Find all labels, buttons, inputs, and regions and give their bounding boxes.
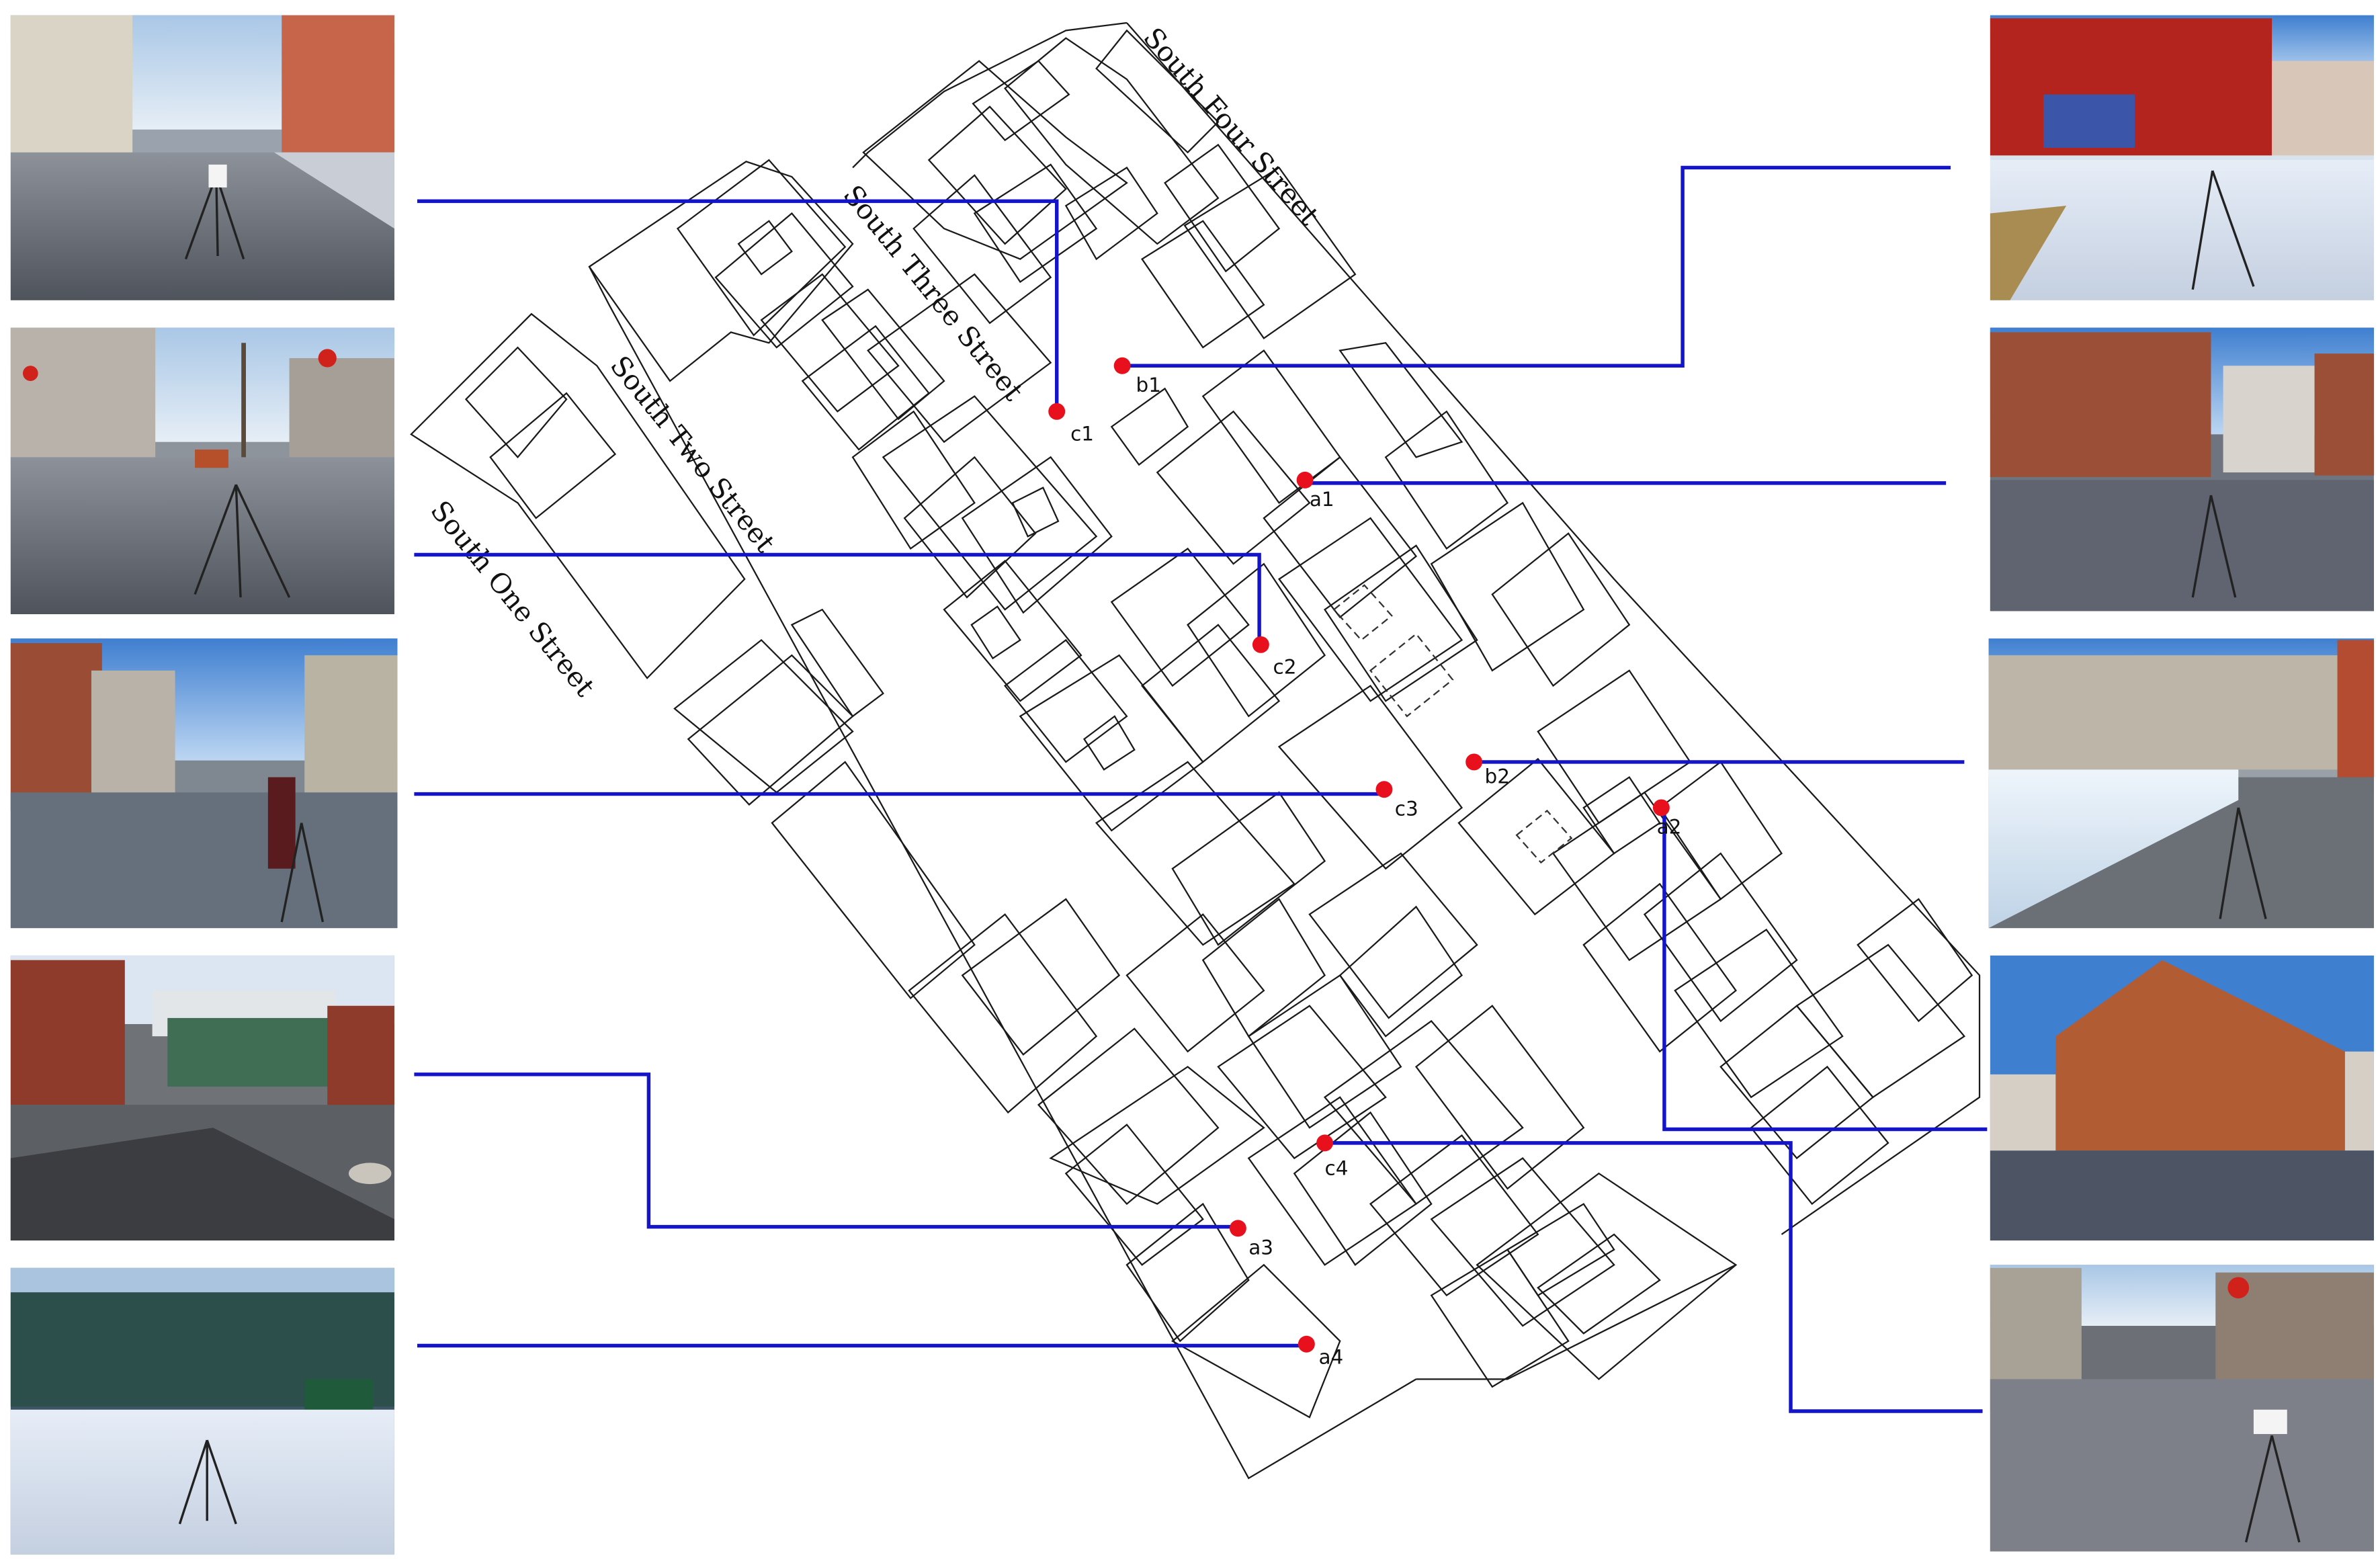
connector-c2 (414, 552, 1261, 646)
street-labels: South Four Street South Three Street Sou… (424, 22, 1326, 703)
connector-c4 (1324, 1141, 1983, 1413)
street-label-south-two: South Two Street (604, 349, 782, 558)
photo-left-2 (10, 327, 394, 614)
point-label-b2: b2 (1485, 765, 1510, 788)
point-label-c1: c1 (1070, 422, 1094, 445)
point-marker-a1 (1296, 471, 1314, 489)
photo-left-1 (10, 15, 394, 300)
photo-right-2 (1990, 327, 2374, 612)
photo-left-5 (10, 1267, 394, 1555)
point-label-c4: c4 (1325, 1156, 1349, 1179)
street-label-south-one: South One Street (424, 495, 601, 703)
building-footprints (410, 22, 1981, 1480)
photo-right-1 (1990, 15, 2374, 300)
connector-a3 (414, 1072, 1240, 1229)
point-label-c2: c2 (1273, 655, 1297, 678)
street-label-south-four: South Four Street (1137, 22, 1326, 232)
point-marker-c3 (1375, 781, 1393, 798)
point-marker-a4 (1298, 1335, 1315, 1353)
point-label-a4: a4 (1318, 1346, 1343, 1369)
photo-right-3 (1988, 638, 2374, 929)
point-marker-c2 (1252, 636, 1269, 653)
photo-left-4 (10, 955, 394, 1241)
connector-a2 (1662, 809, 1988, 1132)
point-label-b1: b1 (1136, 374, 1161, 396)
point-label-c3: c3 (1395, 797, 1418, 820)
point-marker-b1 (1113, 357, 1131, 374)
connector-lines (414, 165, 1988, 1413)
connector-b1 (1123, 165, 1951, 368)
point-marker-a3 (1229, 1220, 1246, 1237)
measurement-points: c1 b1 a1 c2 b2 c3 a2 c4 a3 a4 (1048, 357, 1681, 1369)
point-marker-c4 (1316, 1134, 1334, 1152)
courtyard-outlines (1332, 584, 1573, 864)
street-label-south-three: South Three Street (837, 179, 1030, 407)
photo-right-5 (1990, 1265, 2374, 1552)
point-marker-a2 (1652, 799, 1670, 816)
point-label-a3: a3 (1248, 1236, 1273, 1259)
point-label-a1: a1 (1310, 488, 1334, 511)
connector-c1 (417, 199, 1059, 412)
point-marker-c1 (1048, 403, 1066, 420)
photo-right-4 (1990, 955, 2374, 1241)
point-marker-b2 (1465, 753, 1483, 771)
point-label-a2: a2 (1657, 815, 1682, 838)
photo-left-3 (10, 638, 398, 929)
